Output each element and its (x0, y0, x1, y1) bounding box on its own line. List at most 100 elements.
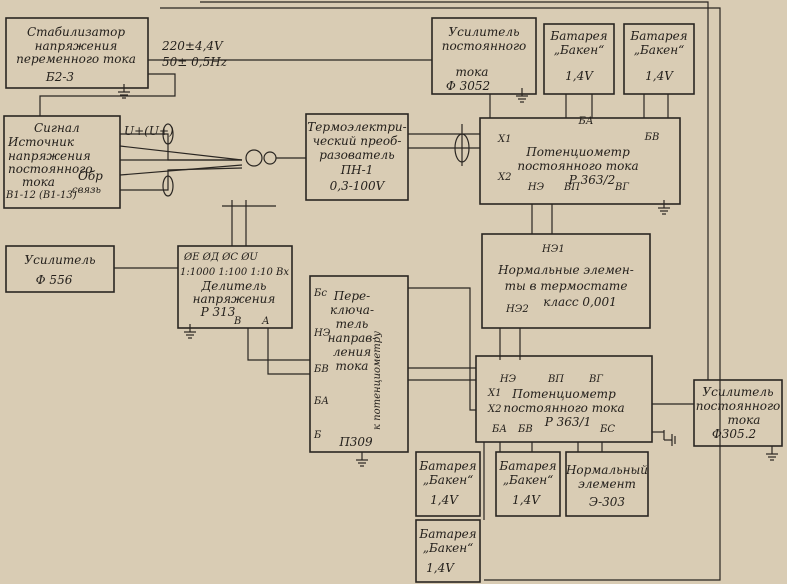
amp-3052b-title-3: тока (728, 413, 761, 427)
pot2-ba: БА (491, 424, 507, 435)
switch-title-6: тока (336, 359, 369, 373)
thermo-title-3: разователь (319, 148, 394, 162)
normal-title-1: Нормальные элемен- (497, 263, 634, 277)
ground-icon (356, 452, 368, 467)
switch-block (309, 275, 409, 453)
battery-5-name: „Бакен“ (423, 541, 474, 555)
pot2-x2: Х2 (487, 404, 501, 415)
amp-556-title: Усилитель (24, 253, 95, 267)
thermo-title-2: ческий преоб- (313, 134, 402, 148)
stabilizer-block (5, 17, 149, 89)
pot2-ne: НЭ (499, 374, 517, 385)
amp-556-block (5, 245, 115, 293)
divider-ratios: 1:1000 1:100 1:10 Вх (180, 267, 289, 278)
coupling-icon (162, 123, 174, 145)
amp-3052b-title-2: постоянного (696, 399, 781, 413)
switch-model: П309 (338, 435, 373, 449)
coupling-icon (454, 133, 470, 163)
source-model: В1-12 (В1-13) (5, 190, 77, 201)
amp-3052-model: Ф 3052 (446, 79, 490, 93)
pot1-title-1: Потенциометр (525, 145, 630, 159)
battery-5-voltage: 1,4V (426, 561, 455, 575)
battery-3-block (415, 451, 481, 517)
battery-3-voltage: 1,4V (430, 493, 459, 507)
pot2-model: Р 363/1 (544, 415, 591, 429)
battery-2-title: Батарея (629, 29, 687, 43)
ground-icon (516, 88, 528, 103)
divider-b: В (233, 316, 241, 327)
switch-term-ba: БА (313, 396, 329, 407)
normal-ne2: НЭ2 (505, 304, 529, 315)
potentiometer-1-block (479, 117, 681, 205)
thermo-range: 0,3-100V (330, 179, 386, 193)
stabilizer-model: Б2-3 (45, 70, 75, 84)
amp-3052b-title-1: Усилитель (702, 385, 773, 399)
normal-ne1: НЭ1 (541, 244, 565, 255)
switch-side-label: к потенциометру (372, 331, 383, 430)
ground-icon (658, 200, 670, 215)
pot2-bv: БВ (517, 424, 533, 435)
pot1-vp: ВП (563, 182, 580, 193)
pot2-vp: ВП (547, 374, 564, 385)
normal-elements-block (481, 233, 651, 329)
battery-2-block (623, 23, 695, 95)
divider-block (177, 245, 293, 329)
ground-icon (663, 430, 676, 446)
battery-2-voltage: 1,4V (645, 69, 674, 83)
battery-1-voltage: 1,4V (565, 69, 594, 83)
pot1-vg: ВГ (614, 182, 629, 193)
thermo-converter-block (305, 113, 409, 201)
connector-icon (263, 151, 277, 165)
switch-term-bv: БВ (313, 364, 329, 375)
amp-3052-title-2: постоянного (442, 39, 527, 53)
pot1-ne: НЭ (527, 182, 545, 193)
normal-element-model: Э-303 (589, 495, 626, 509)
divider-title-2: напряжения (193, 292, 276, 306)
divider-model: Р 313 (200, 305, 236, 319)
source-obr-label: Обр (78, 169, 103, 183)
amp-3052-title-3: тока (456, 65, 489, 79)
switch-title-1: Пере- (333, 289, 370, 303)
pot1-bv: БВ (644, 132, 660, 143)
battery-1-title: Батарея (549, 29, 607, 43)
power-voltage: 220±4,4V (161, 39, 224, 53)
pot1-model: Р 363/2 (568, 173, 615, 187)
pot2-vg: ВГ (588, 374, 603, 385)
switch-term-ne: НЭ (313, 328, 331, 339)
source-title-3: постоянного (8, 162, 93, 176)
source-svyaz-label: связь (72, 185, 101, 196)
source-block (3, 115, 121, 209)
pot1-x2: Х2 (497, 172, 511, 183)
switch-title-4: направ- (328, 331, 377, 345)
battery-4-block (495, 451, 561, 517)
battery-2-name: „Бакен“ (634, 43, 685, 57)
source-signal-label: Сигнал (34, 121, 80, 135)
switch-term-b: Б (313, 430, 322, 441)
switch-title-5: ления (333, 345, 371, 359)
amp-3052b-model: Ф305.2 (712, 427, 756, 441)
thermo-title-1: Термоэлектри- (307, 120, 406, 134)
normal-title-2: ты в термостате (505, 279, 628, 293)
pot2-x1: Х1 (487, 388, 501, 399)
battery-1-block (543, 23, 615, 95)
thermo-model: ПН-1 (340, 163, 374, 177)
potentiometer-2-block (475, 355, 653, 443)
stabilizer-title-1: Стабилизатор (27, 25, 125, 39)
normal-element-block (565, 451, 649, 517)
battery-4-voltage: 1,4V (512, 493, 541, 507)
pot1-title-2: постоянного тока (517, 159, 638, 173)
wiring (39, 1, 721, 581)
switch-title-2: ключа- (330, 303, 374, 317)
normal-element-title-1: Нормальный (565, 463, 648, 477)
stabilizer-title-2: напряжения (35, 39, 118, 53)
source-title-4: тока (22, 175, 55, 189)
switch-term-bs: Бс (313, 288, 327, 299)
amp-556-model: Ф 556 (36, 273, 73, 287)
source-output-label: U+(U+) (124, 124, 174, 138)
battery-4-name: „Бакен“ (503, 473, 554, 487)
normal-element-title-2: элемент (578, 477, 636, 491)
pot1-x1: Х1 (497, 134, 511, 145)
source-title-2: напряжения (8, 149, 91, 163)
